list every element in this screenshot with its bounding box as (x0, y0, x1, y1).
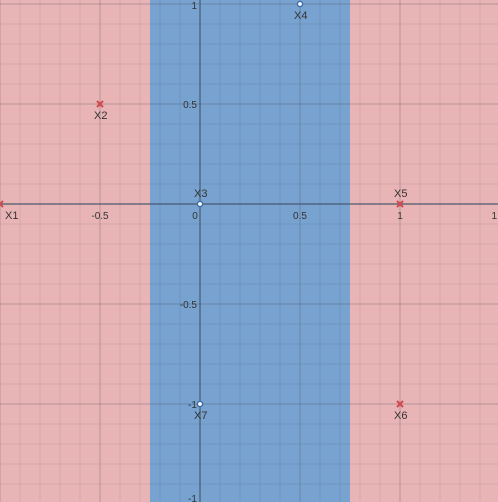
y-tick-label: -0.5 (180, 300, 198, 311)
x-tick-label: 0 (192, 211, 198, 222)
x-marker-stroke (0, 202, 4, 208)
x-tick-label: -0.5 (91, 211, 109, 222)
o-marker-x7 (196, 400, 204, 408)
tick-labels: -0.5 0 0.5 1 1 1 0.5 -0.5 -1 -1 (91, 1, 497, 502)
y-tick-label: -1 (188, 494, 197, 502)
point-label: X5 (394, 188, 407, 200)
x-marker-x2 (96, 100, 104, 108)
x-marker-stroke (0, 200, 4, 206)
x-tick-label: 1 (397, 211, 403, 222)
x-marker-stroke (96, 100, 104, 108)
x-marker-x6 (396, 400, 404, 408)
x-tick-label: 1 (491, 211, 497, 222)
x-marker-x1 (0, 200, 4, 208)
x-marker-stroke (396, 200, 404, 208)
o-marker-x3 (196, 200, 204, 208)
point-label: X4 (294, 10, 307, 22)
x-marker-stroke (396, 400, 404, 408)
y-tick-label: -1 (188, 400, 197, 411)
decision-region (150, 0, 350, 502)
y-tick-label: 1 (191, 1, 197, 12)
x-tick-label: 0.5 (293, 211, 307, 222)
point-label: X7 (194, 410, 207, 422)
point-label: X6 (394, 410, 407, 422)
point-label: X1 (5, 210, 18, 222)
x-marker-x5 (396, 200, 404, 208)
point-label: X3 (194, 188, 207, 200)
y-tick-label: 0.5 (183, 100, 197, 111)
point-label: X2 (94, 110, 107, 122)
o-marker-x4 (296, 0, 304, 8)
